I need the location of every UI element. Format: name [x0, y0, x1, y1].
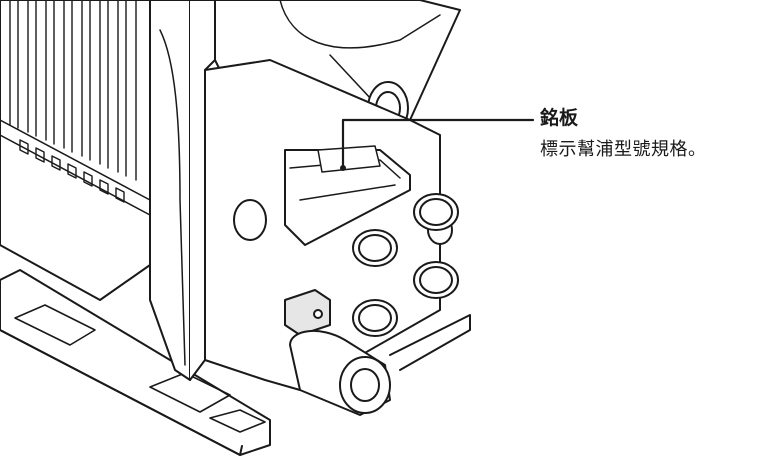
- pump-body: [149, 0, 216, 381]
- nameplate-label: 銘板: [540, 107, 579, 129]
- cooling-fins: [9, 0, 137, 203]
- nameplate: [317, 145, 381, 173]
- base-plate: [0, 269, 271, 456]
- outlet-nut: [289, 314, 471, 416]
- fittings: [352, 193, 459, 337]
- callout-leader: [341, 118, 535, 170]
- motor-housing: [0, 0, 176, 301]
- nameplate-description: 標示幫浦型號規格。: [540, 139, 707, 160]
- connector: [284, 289, 331, 336]
